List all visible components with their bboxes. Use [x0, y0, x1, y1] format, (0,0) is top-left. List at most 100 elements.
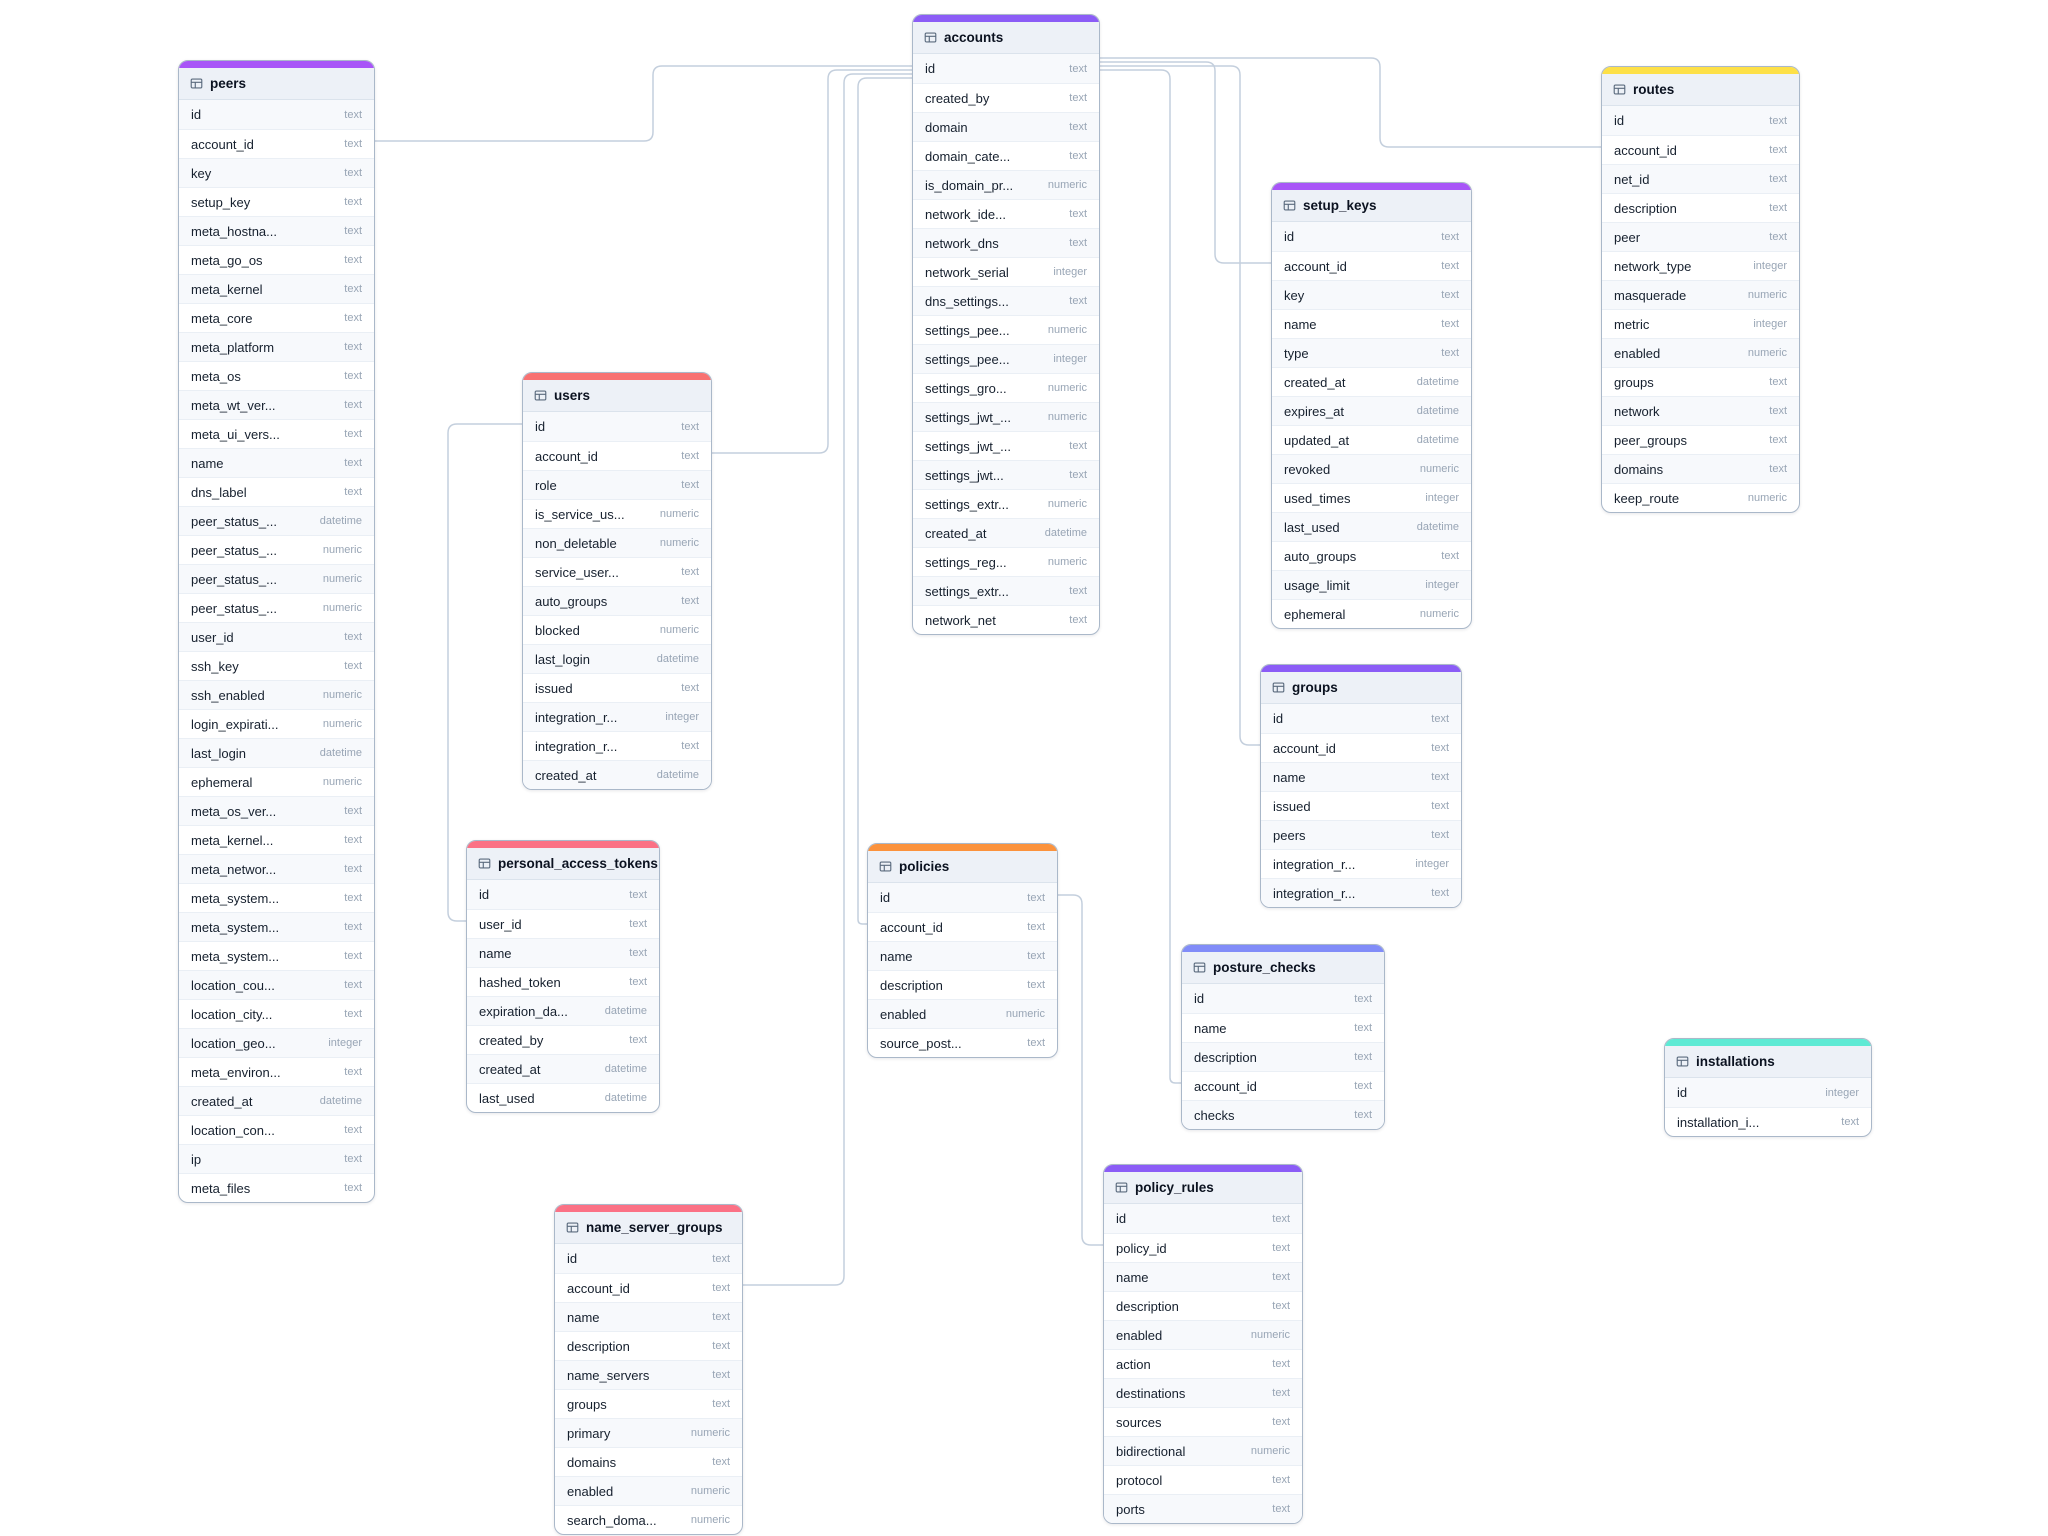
field-name: last_used — [1284, 519, 1340, 535]
field-type: datetime — [1416, 376, 1459, 388]
table-icon — [924, 31, 937, 44]
field-name: account_id — [880, 919, 943, 935]
field-type: text — [1069, 150, 1087, 162]
field-type: text — [344, 167, 362, 179]
field-name: settings_extr... — [925, 583, 1009, 599]
table-accent-bar — [1665, 1039, 1871, 1046]
field-row-policies-5: source_post...text — [868, 1028, 1057, 1057]
field-type: text — [1431, 887, 1449, 899]
field-name: user_id — [191, 629, 234, 645]
table-header-accounts[interactable]: accounts — [913, 22, 1099, 54]
field-row-accounts-18: settings_extr...text — [913, 576, 1099, 605]
field-name: name — [479, 945, 512, 961]
field-type: text — [1272, 1212, 1290, 1225]
field-name: location_geo... — [191, 1035, 276, 1051]
field-type: text — [344, 428, 362, 440]
relationship-connector-routes.account_id-to-accounts.id — [1100, 57, 1601, 148]
field-type: text — [712, 1340, 730, 1352]
field-type: text — [344, 1066, 362, 1078]
table-accent-bar — [1602, 67, 1799, 74]
table-name: routes — [1633, 82, 1675, 97]
field-name: key — [191, 165, 212, 181]
field-type: text — [1069, 469, 1087, 481]
field-name: action — [1116, 1356, 1151, 1372]
field-type: text — [344, 863, 362, 875]
field-name: peer_status_... — [191, 571, 277, 587]
table-header-posture_checks[interactable]: posture_checks — [1182, 952, 1384, 984]
table-header-personal_access_tokens[interactable]: personal_access_tokens — [467, 848, 659, 880]
field-type: integer — [1415, 858, 1449, 870]
field-name: dns_settings... — [925, 293, 1009, 309]
field-type: integer — [1053, 266, 1087, 278]
field-name: meta_go_os — [191, 252, 263, 268]
field-name: description — [1116, 1298, 1179, 1314]
field-name: description — [1614, 200, 1677, 216]
table-header-name_server_groups[interactable]: name_server_groups — [555, 1212, 742, 1244]
field-type: integer — [665, 711, 699, 723]
table-header-groups[interactable]: groups — [1261, 672, 1461, 704]
field-name: meta_ui_vers... — [191, 426, 280, 442]
table-header-peers[interactable]: peers — [179, 68, 374, 100]
field-name: account_id — [1614, 142, 1677, 158]
field-name: name — [1284, 316, 1317, 332]
field-type: numeric — [659, 624, 699, 636]
field-name: network — [1614, 403, 1660, 419]
table-header-users[interactable]: users — [523, 380, 711, 412]
field-row-accounts-13: settings_jwt_...text — [913, 431, 1099, 460]
field-type: text — [1069, 614, 1087, 626]
table-header-policies[interactable]: policies — [868, 851, 1057, 883]
field-type: text — [344, 921, 362, 933]
field-type: text — [629, 947, 647, 959]
table-header-installations[interactable]: installations — [1665, 1046, 1871, 1078]
field-type: numeric — [322, 776, 362, 788]
field-type: numeric — [1747, 289, 1787, 301]
field-type: text — [344, 138, 362, 150]
table-header-routes[interactable]: routes — [1602, 74, 1799, 106]
field-name: revoked — [1284, 461, 1331, 477]
field-name: created_by — [479, 1032, 544, 1048]
field-type: numeric — [322, 602, 362, 614]
field-name: peer_status_... — [191, 600, 277, 616]
field-type: integer — [1753, 318, 1787, 330]
table-name: users — [554, 388, 591, 403]
table-header-setup_keys[interactable]: setup_keys — [1272, 190, 1471, 222]
field-row-name_server_groups-9: search_doma...numeric — [555, 1505, 742, 1534]
table-header-policy_rules[interactable]: policy_rules — [1104, 1172, 1302, 1204]
field-type: text — [681, 682, 699, 694]
field-row-accounts-11: settings_gro...numeric — [913, 373, 1099, 402]
field-row-accounts-4: is_domain_pr...numeric — [913, 170, 1099, 199]
field-name: name — [880, 948, 913, 964]
table-icon — [1272, 681, 1285, 694]
field-name: auto_groups — [1284, 548, 1357, 564]
field-row-accounts-17: settings_reg...numeric — [913, 547, 1099, 576]
field-name: account_id — [1273, 740, 1336, 756]
field-row-users-10: integration_r...integer — [523, 702, 711, 731]
field-type: text — [344, 979, 362, 991]
